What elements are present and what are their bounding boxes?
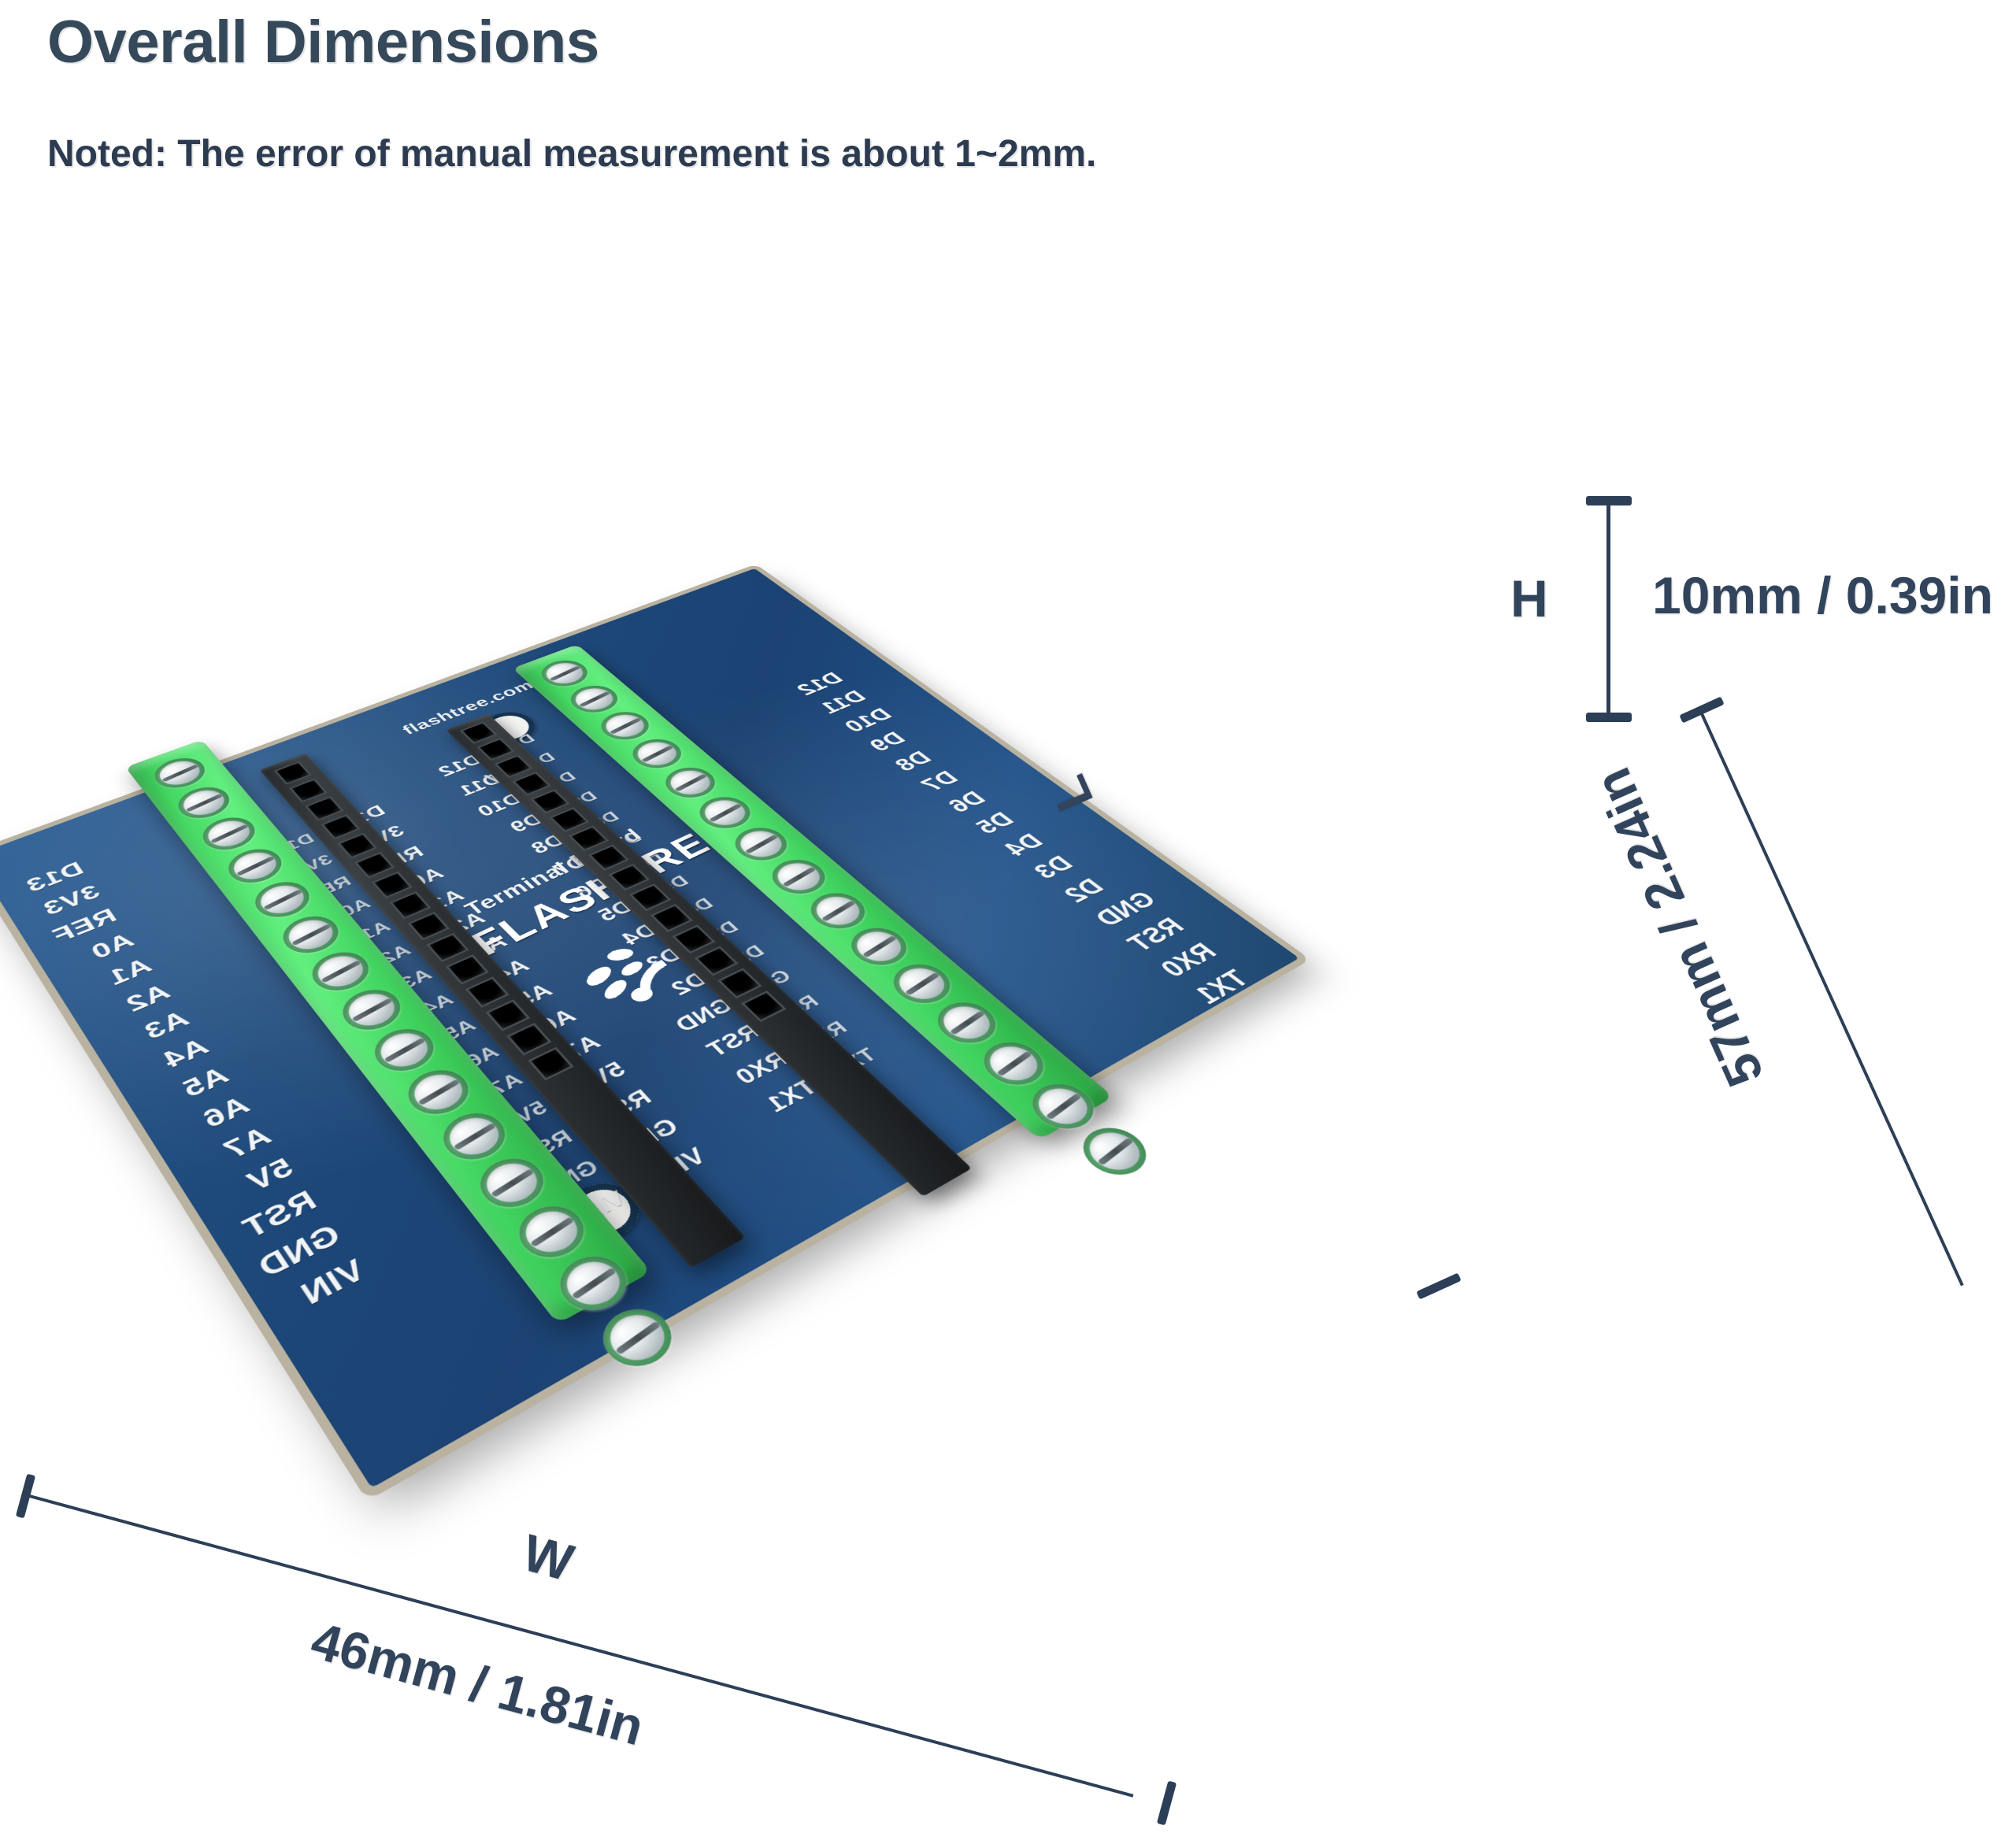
silkscreen-pin-label: A2 (90, 976, 177, 1032)
page-title: Overall Dimensions (47, 8, 599, 76)
dimension-w-cap-right (1157, 1781, 1177, 1826)
dimension-h-cap-bottom (1586, 713, 1632, 722)
dimension-h-line (1606, 498, 1610, 720)
dimension-h-letter: H (1510, 568, 1548, 628)
silkscreen-pin-label: A3 (107, 1003, 196, 1061)
dimension-w-letter: W (517, 1522, 580, 1593)
dimension-l-group: L 57mm / 2.24in (1386, 740, 2016, 1606)
terminal-screw (1070, 1119, 1158, 1183)
dimension-h-cap-top (1586, 496, 1632, 505)
dimension-h-value: 10mm / 0.39in (1652, 565, 1993, 625)
terminal-board-assembly: D133V3REFA0A1A2A3A4A5A6A75VRSTGNDVIN D12… (0, 568, 1299, 1488)
terminal-screw (469, 1150, 555, 1216)
silkscreen-pin-label: A6 (164, 1088, 257, 1152)
dimension-w-group: W 46mm / 1.81in (0, 1457, 1260, 1833)
terminal-screw (432, 1105, 516, 1168)
dimension-w-value: 46mm / 1.81in (306, 1610, 650, 1757)
measurement-note: Noted: The error of manual measurement i… (47, 132, 1096, 176)
dimension-l-cap-bottom (1416, 1272, 1461, 1299)
